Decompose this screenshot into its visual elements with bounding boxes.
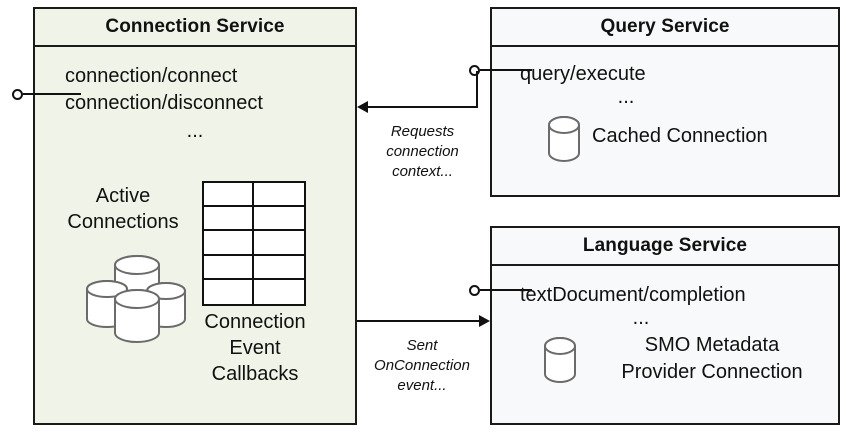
interface-stem [480,289,532,291]
edge-query-to-connection-arrowhead [357,101,368,113]
language-service-title: Language Service [582,235,748,256]
smo-metadata-cylinder [540,334,580,386]
grid-cell [254,256,304,280]
language-service-body: textDocument/completion ... SMO Metadata… [492,270,838,423]
callbacks-caption-line-1: Connection [204,311,306,333]
smo-metadata-label-line-1: SMO Metadata [644,334,780,356]
edge-label-line-3: context... [392,163,453,180]
database-cylinder-icon [544,337,576,383]
edge-connection-to-language-arrowhead [479,315,490,327]
connection-service-title: Connection Service [105,16,285,37]
edge-label-line-1: Sent [406,337,438,354]
edge-query-to-connection-vertical [476,71,478,108]
grid-cell [254,183,304,208]
smo-metadata-label-line-2: Provider Connection [621,361,803,383]
interface-stem [23,93,81,95]
edge-query-to-connection-horizontal [368,106,478,108]
edge-connection-to-language-horizontal [357,320,479,322]
smo-metadata-label: SMO Metadata Provider Connection [588,332,836,386]
language-service-operations-ellipsis: ... [632,307,650,329]
query-service-operations-ellipsis: ... [617,86,635,108]
operation-query-execute[interactable]: query/execute [520,63,646,85]
query-service-body: query/execute ... Cached Connection [492,47,838,195]
connection-event-callbacks-caption: Connection Event Callbacks [185,309,325,387]
grid-cell [204,183,254,208]
connection-service-header: Connection Service [35,9,355,47]
operation-connection-disconnect[interactable]: connection/disconnect [65,92,263,114]
connection-service-body: connection/connect connection/disconnect… [35,47,355,423]
edge-label-line-1: Requests [390,123,455,140]
grid-cell [204,207,254,232]
edge-label-line-2: OnConnection [374,357,470,374]
callbacks-caption-line-3: Callbacks [211,363,299,385]
operation-connection-connect[interactable]: connection/connect [65,65,238,87]
query-service-header: Query Service [492,9,838,47]
connection-service-operations-ellipsis: ... [186,120,204,142]
database-cylinder-icon [548,116,580,162]
interface-stem [480,69,532,71]
component-language-service[interactable]: Language Service textDocument/completion… [490,226,840,425]
language-service-operations: textDocument/completion [520,282,846,309]
grid-cell [204,255,254,280]
component-connection-service[interactable]: Connection Service connection/connect co… [33,7,357,425]
grid-cell [204,279,254,304]
operation-textdocument-completion[interactable]: textDocument/completion [520,284,746,306]
interface-ball-icon[interactable] [469,285,480,296]
interface-ball-icon[interactable] [12,89,23,100]
grid-cell [254,280,304,304]
active-connections-caption: Active Connections [43,183,203,235]
edge-label-requests-connection-context: Requests connection context... [365,122,480,182]
interface-ball-icon[interactable] [469,65,480,76]
cached-connection-cylinder [544,113,584,165]
grid-cell [254,231,304,256]
cached-connection-label: Cached Connection [592,125,768,147]
grid-cell [204,231,254,256]
query-service-operations: query/execute [520,61,846,88]
language-service-header: Language Service [492,228,838,266]
query-service-title: Query Service [600,16,730,37]
connection-event-callbacks-grid [202,181,306,306]
component-query-service[interactable]: Query Service query/execute ... Cached C… [490,7,840,197]
active-connections-caption-line-2: Connections [67,211,179,233]
active-connections-caption-line-1: Active [95,185,151,207]
cylinder-cluster-icon [86,255,186,343]
edge-label-line-3: event... [397,377,447,394]
edge-label-sent-onconnection-event: Sent OnConnection event... [358,336,486,396]
edge-label-line-2: connection [386,143,459,160]
callbacks-caption-line-2: Event [229,337,281,359]
grid-cell [254,207,304,232]
connection-service-operations: connection/connect connection/disconnect [65,63,385,117]
active-connections-cylinder-cluster [79,247,199,347]
